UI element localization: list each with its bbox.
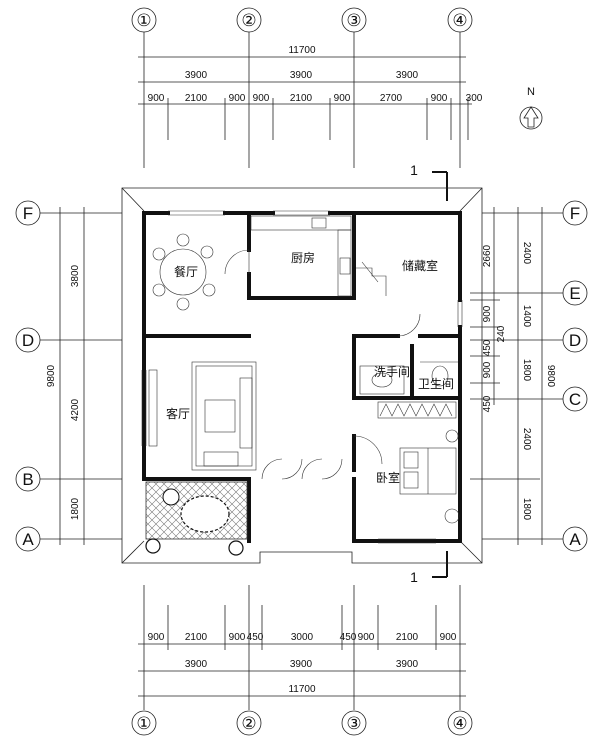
top-axis-bubbles: ① ② ③ ④: [131, 7, 473, 33]
dim-top-overall: 11700: [288, 45, 316, 56]
dim-right-inner-1: 2660: [482, 244, 493, 267]
room-labels: 餐厅 厨房 储藏室 洗手间 卫生间 客厅 卧室: [166, 250, 454, 485]
dim-bottom-detail-3: 900: [229, 632, 246, 643]
axis-label-bottom-3: ③: [346, 714, 361, 733]
dim-bottom-detail-7: 900: [358, 632, 375, 643]
dim-bottom-detail-4: 450: [247, 632, 264, 643]
stair: [356, 261, 387, 296]
section-mark-bottom-label: 1: [410, 569, 418, 585]
doors: [224, 249, 421, 480]
room-dining: 餐厅: [174, 264, 198, 279]
axis-label-left-F: F: [23, 204, 33, 223]
dim-top-bay-1: 3900: [185, 70, 208, 81]
axis-label-top-4: ④: [452, 11, 467, 30]
dim-bottom-bay-2: 3900: [290, 659, 313, 670]
axis-label-right-E: E: [569, 284, 580, 303]
dim-right-inner-2: 900: [482, 305, 493, 322]
windows: [141, 210, 463, 544]
dim-bottom-detail-9: 900: [440, 632, 457, 643]
dim-top-detail-1: 900: [148, 93, 165, 104]
section-mark-top: 1: [410, 162, 448, 201]
dim-top-detail-4: 900: [253, 93, 270, 104]
axis-label-right-C: C: [569, 390, 581, 409]
roof-outline: [121, 187, 483, 564]
room-storage: 储藏室: [402, 258, 438, 273]
dim-bottom-detail-8: 2100: [396, 632, 419, 643]
axis-label-right-A: A: [569, 530, 581, 549]
top-dimension-texts: 11700 3900 3900 3900 900 2100 900 900 21…: [148, 45, 483, 104]
dim-top-detail-9: 300: [466, 93, 483, 104]
right-dimension-texts: 9800 2400 1400 1800 2400 1800 2660 900 2…: [482, 242, 556, 521]
dim-bottom-bay-1: 3900: [185, 659, 208, 670]
dim-right-outer-4: 2400: [521, 428, 532, 451]
dim-right-inner-4: 450: [482, 339, 493, 356]
dim-left-overall: 9800: [46, 364, 57, 387]
dim-bottom-bay-3: 3900: [396, 659, 419, 670]
room-wash: 洗手间: [374, 365, 410, 379]
section-mark-bottom: 1: [410, 551, 448, 585]
garden-patio: [145, 481, 248, 556]
axis-label-left-A: A: [22, 530, 34, 549]
dim-left-seg-2: 4200: [70, 398, 81, 421]
dining-table: [152, 233, 216, 311]
dim-right-inner-5: 900: [482, 361, 493, 378]
section-mark-top-label: 1: [410, 162, 418, 178]
dim-top-detail-2: 2100: [185, 93, 208, 104]
dim-top-bay-3: 3900: [396, 70, 419, 81]
dim-right-inner-3: 240: [496, 325, 507, 342]
axis-label-left-B: B: [22, 470, 33, 489]
room-living: 客厅: [166, 406, 190, 421]
axis-label-left-D: D: [22, 331, 34, 350]
dim-left-seg-3: 1800: [70, 497, 81, 520]
dim-right-overall: 9800: [545, 365, 556, 388]
dim-top-bay-2: 3900: [290, 70, 313, 81]
bath-fixtures: [359, 361, 458, 395]
walls: [142, 211, 462, 543]
north-arrow: N: [519, 86, 543, 130]
dim-bottom-overall: 11700: [288, 684, 316, 695]
dim-bottom-detail-6: 450: [340, 632, 357, 643]
wardrobe: [377, 401, 457, 419]
dim-top-detail-6: 900: [334, 93, 351, 104]
axis-label-right-F: F: [570, 204, 580, 223]
dim-right-inner-6: 450: [482, 395, 493, 412]
dim-left-seg-1: 3800: [70, 264, 81, 287]
dim-top-detail-8: 900: [431, 93, 448, 104]
dim-right-outer-5: 1800: [521, 498, 532, 521]
bottom-axis-bubbles: ① ② ③ ④: [131, 710, 473, 736]
dim-bottom-detail-5: 3000: [291, 632, 314, 643]
axis-label-bottom-2: ②: [241, 714, 256, 733]
kitchen-fixtures: [250, 215, 352, 297]
dim-top-detail-3: 900: [229, 93, 246, 104]
dim-bottom-detail-2: 2100: [185, 632, 208, 643]
dim-right-outer-3: 1800: [521, 359, 532, 382]
room-bedroom: 卧室: [376, 470, 400, 485]
axis-label-top-3: ③: [346, 11, 361, 30]
dim-top-detail-5: 2100: [290, 93, 313, 104]
dim-bottom-detail-1: 900: [148, 632, 165, 643]
room-toilet: 卫生间: [418, 377, 454, 391]
axis-label-bottom-1: ①: [136, 714, 151, 733]
dim-top-detail-7: 2700: [380, 93, 403, 104]
axis-label-top-2: ②: [241, 11, 256, 30]
bottom-dimension-texts: 900 2100 900 450 3000 450 900 2100 900 3…: [148, 632, 457, 695]
right-dimension-lines: [470, 207, 563, 545]
north-label: N: [527, 86, 535, 98]
right-axis-bubbles: F E D C A: [562, 200, 588, 552]
axis-label-top-1: ①: [136, 11, 151, 30]
top-dimension-lines: [138, 32, 472, 168]
dim-right-outer-1: 2400: [521, 242, 532, 265]
left-dimension-texts: 9800 3800 4200 1800: [46, 264, 81, 520]
sofa-set: [148, 361, 257, 471]
axis-label-bottom-4: ④: [452, 714, 467, 733]
axis-label-right-D: D: [569, 331, 581, 350]
bottom-dimension-lines: [138, 585, 466, 710]
left-dimension-lines: [40, 207, 122, 545]
room-kitchen: 厨房: [291, 250, 315, 265]
left-axis-bubbles: F D B A: [15, 200, 41, 552]
dim-right-outer-2: 1400: [521, 305, 532, 328]
bed: [399, 429, 460, 524]
